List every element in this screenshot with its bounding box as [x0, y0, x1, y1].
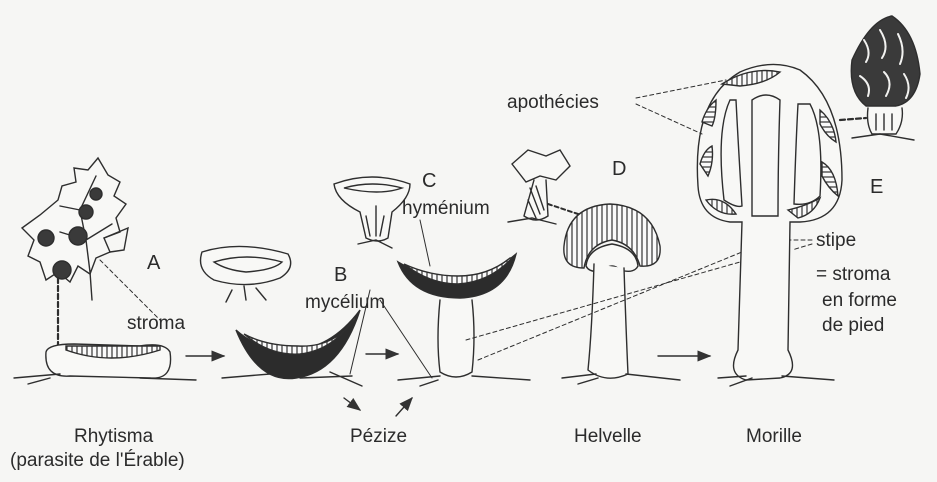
pezize-arrow-left — [344, 398, 360, 410]
letter-e: E — [870, 176, 883, 198]
helvelle-illustration — [564, 204, 660, 378]
pezize-arrow-right — [396, 398, 412, 416]
label-stroma: stroma — [127, 313, 185, 335]
helvelle-young-illustration — [508, 150, 570, 224]
label-stipe: stipe — [816, 230, 856, 252]
letter-b: B — [334, 264, 347, 286]
stipe-pointers — [790, 240, 812, 250]
label-hymenium: hyménium — [402, 198, 490, 220]
pezize-cup-illustration — [236, 310, 360, 379]
caption-pezize: Pézize — [350, 426, 407, 448]
morille-link — [840, 118, 866, 120]
rhytisma-stroma — [46, 344, 171, 378]
pezize-stalked-young-illustration — [334, 177, 410, 248]
label-stipe-note-1: = stroma — [816, 264, 890, 286]
rhytisma-leaf-illustration — [22, 158, 128, 300]
caption-rhytisma-note: (parasite de l'Érable) — [10, 450, 185, 472]
label-stipe-note-3: de pied — [822, 315, 884, 337]
caption-helvelle: Helvelle — [574, 426, 642, 448]
caption-morille: Morille — [746, 426, 802, 448]
label-stipe-note-2: en forme — [822, 290, 897, 312]
label-mycelium: mycélium — [305, 292, 385, 314]
letter-d: D — [612, 158, 626, 180]
letter-c: C — [422, 170, 436, 192]
label-apothecies: apothécies — [507, 92, 599, 114]
caption-rhytisma: Rhytisma — [74, 426, 153, 448]
morille-section-illustration — [697, 64, 842, 380]
pezize-stalked-illustration — [398, 254, 516, 377]
ground-c — [398, 376, 530, 386]
morille-fruiting-body-illustration — [851, 16, 920, 140]
pezize-young-illustration — [201, 246, 291, 302]
hymenium-pointer — [420, 220, 430, 266]
letter-a: A — [147, 252, 160, 274]
